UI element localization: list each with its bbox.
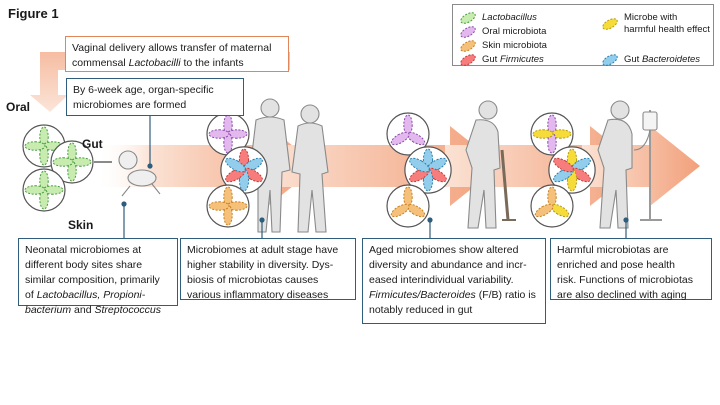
cluster-neonatal-gut [50,140,94,184]
legend-swatch-skin [460,40,476,52]
elderly-figure [465,100,516,229]
microbe-bact [225,157,246,173]
figure-title: Figure 1 [8,6,59,21]
legend-label-bact: Gut Bacteroidetes [624,54,701,65]
legend-label-skin: Skin microbiota [482,40,547,51]
microbe-harm [532,129,554,139]
cluster-harm-skin [530,184,574,228]
microbe-lacto [24,141,46,151]
legend-label-lacto: Lactobacillus [482,12,537,23]
callout-connectors [121,116,629,238]
cluster-adult-gut [220,146,268,194]
cluster-harm-oral [530,112,574,156]
legend-swatch-firm [460,54,476,66]
legend-swatch-bact [602,54,618,66]
adults-figure [249,98,329,233]
cluster-harm-gut [548,146,596,194]
site-label-skin: Skin [68,218,94,232]
infant-figure [118,150,161,197]
microbe-oral [390,131,410,146]
legend-item-oral: Oral microbiota [459,26,546,38]
cluster-neonatal-skin [22,168,66,212]
microbe-bact [409,157,430,173]
legend-item-firm: Gut Firmicutes [459,54,544,66]
elderly-iv-figure [597,100,662,229]
microbe-firm [553,157,574,173]
site-label-gut: Gut [82,137,103,151]
microbe-oral [208,129,230,139]
microbe-firm [570,167,591,183]
legend-swatch-oral [460,26,476,38]
microbe-firm [242,167,263,183]
cluster-aged-skin [386,184,430,228]
microbe-skin [534,203,554,218]
microbe-firm [426,167,447,183]
legend-label-oral: Oral microbiota [482,26,547,37]
cluster-aged-oral [386,112,430,156]
microbe-lacto [24,185,46,195]
legend-swatch-harm [602,18,618,30]
cluster-aged-gut [404,146,452,194]
legend-item-skin: Skin microbiota [459,40,547,52]
legend-item-bact: Gut Bacteroidetes [601,54,700,66]
cluster-adult-skin [206,184,250,228]
legend-item-lacto: Lactobacillus [459,12,537,24]
callout-vaginal-delivery: Vaginal delivery allows transfer of mate… [65,36,289,72]
site-label-oral: Oral [6,100,31,114]
microbe-skin [390,203,410,218]
microbe-lacto [52,157,74,167]
legend-label-firm: Gut Firmicutes [482,54,544,65]
microbe-skin [208,201,230,211]
legend-swatch-lacto [460,12,476,24]
